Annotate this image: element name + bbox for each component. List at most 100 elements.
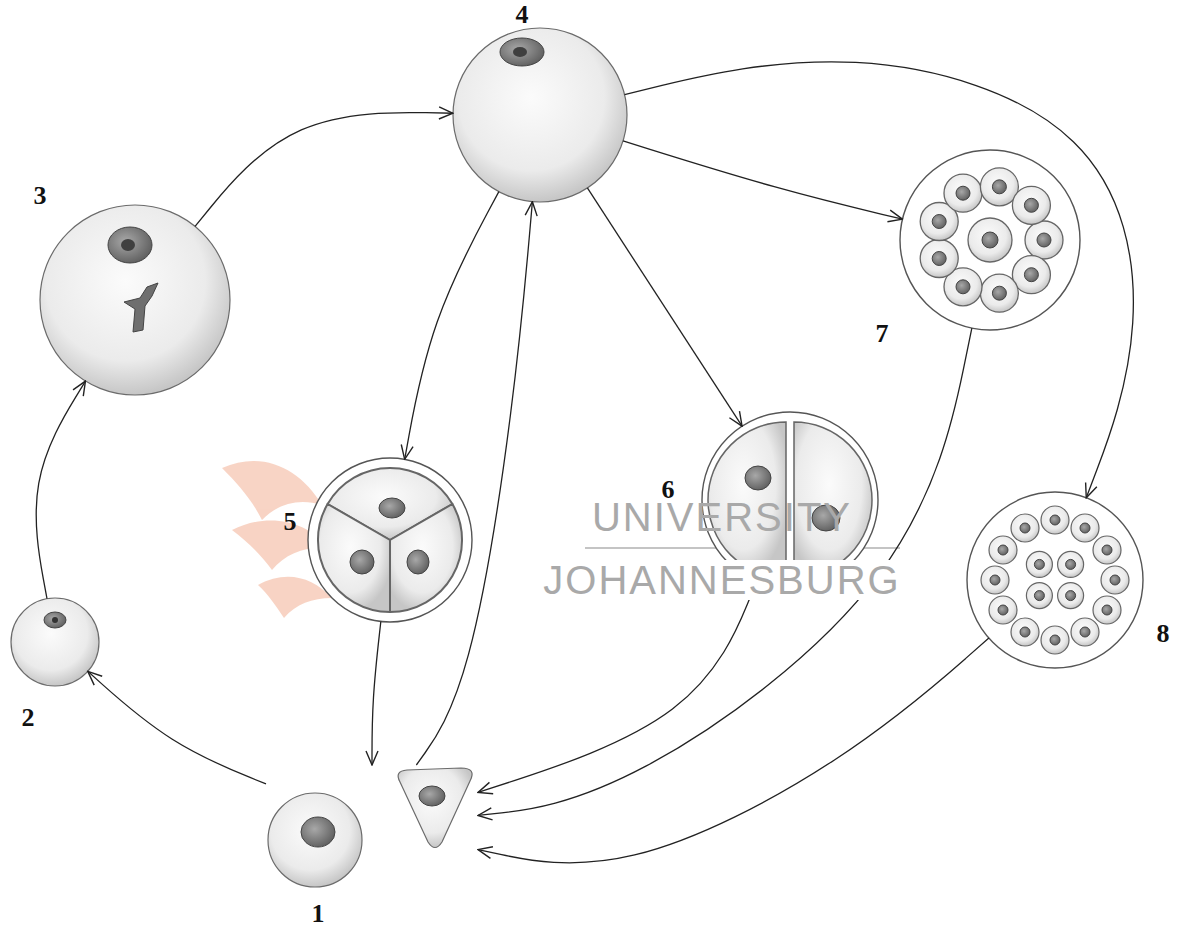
- daughter-cell: [390, 504, 462, 612]
- nucleus: [350, 550, 374, 574]
- daughter-cell: [1058, 583, 1084, 609]
- growing-cell: [40, 205, 230, 395]
- daughter-cell: [980, 274, 1018, 312]
- daughter-cell: [1093, 536, 1121, 564]
- nucleus: [1050, 515, 1060, 525]
- daughter-cell: [1071, 514, 1099, 542]
- daughter-cell: [1058, 551, 1084, 577]
- nucleus: [1034, 559, 1044, 569]
- cell-body: [453, 28, 627, 202]
- cell-node: 2: [11, 598, 99, 686]
- daughter-cell: [1041, 626, 1069, 654]
- cell-node: 4: [453, 28, 627, 202]
- watermark-text: JOHANNESBURG: [539, 560, 904, 600]
- nucleus: [1024, 268, 1038, 282]
- nucleus: [1102, 605, 1112, 615]
- daughter-cell: [981, 566, 1009, 594]
- daughter-cell: [1012, 186, 1050, 224]
- released-cells: [268, 768, 472, 887]
- sixteen-cell-colony: [967, 492, 1143, 668]
- daughter-cells: [981, 506, 1129, 654]
- nucleus: [1080, 523, 1090, 533]
- cell-body: [11, 598, 99, 686]
- daughter-cell: [1026, 583, 1052, 609]
- nucleus: [301, 817, 335, 847]
- nucleus: [407, 550, 429, 574]
- nucleus: [108, 227, 152, 263]
- daughter-cell: [1025, 221, 1063, 259]
- nucleus: [1020, 627, 1030, 637]
- cycle-arrow: [405, 192, 499, 460]
- daughter-cell: [944, 174, 982, 212]
- mother-wall: [900, 150, 1080, 330]
- three-cell-colony: [308, 458, 472, 622]
- mother-wall: [308, 458, 472, 622]
- daughter-cell: [1011, 514, 1039, 542]
- stage-number: 4: [516, 2, 529, 28]
- stage-number: 1: [312, 901, 325, 927]
- daughter-cell: [968, 218, 1012, 262]
- nuclei: [990, 515, 1120, 645]
- nucleus: [1102, 545, 1112, 555]
- nucleus: [932, 252, 946, 266]
- nucleus: [992, 286, 1006, 300]
- chloroplast: [124, 283, 158, 332]
- cell-node: 3: [40, 205, 230, 395]
- nucleus: [992, 180, 1006, 194]
- cycle-arrow: [478, 638, 989, 863]
- cell-node: 5: [308, 458, 472, 622]
- cycle-arrow: [625, 62, 1134, 498]
- nucleus: [990, 575, 1000, 585]
- nucleus: [1066, 591, 1076, 601]
- mother-wall: [967, 492, 1143, 668]
- nucleus: [500, 38, 544, 66]
- daughter-cell: [989, 536, 1017, 564]
- nucleus: [956, 280, 970, 294]
- nucleus: [745, 466, 771, 490]
- nucleolus: [52, 617, 58, 623]
- stage-number: 7: [876, 321, 889, 347]
- daughter-cell: [1071, 618, 1099, 646]
- nucleus: [419, 786, 445, 806]
- cell-node: 7: [900, 150, 1080, 330]
- daughter-cell: [1026, 551, 1052, 577]
- nucleus: [1110, 575, 1120, 585]
- nucleus: [1037, 233, 1051, 247]
- stage-number: 8: [1157, 621, 1170, 647]
- cycle-arrow: [372, 621, 381, 765]
- nuclei: [932, 180, 1051, 300]
- nucleus: [1066, 559, 1076, 569]
- nucleus: [1034, 591, 1044, 601]
- large-cell: [453, 28, 627, 202]
- daughter-cell: [920, 240, 958, 278]
- stage-number: 2: [22, 705, 35, 731]
- nucleus: [1024, 198, 1038, 212]
- nucleus: [1050, 635, 1060, 645]
- ten-cell-colony: [900, 150, 1080, 330]
- cell-node: 1: [266, 765, 478, 889]
- nucleus: [998, 605, 1008, 615]
- daughter-cell: [989, 596, 1017, 624]
- stage-number: 5: [284, 509, 297, 535]
- nucleus: [1020, 523, 1030, 533]
- daughter-cell: [1101, 566, 1129, 594]
- daughter-cell: [1041, 506, 1069, 534]
- cycle-arrow: [88, 671, 266, 784]
- nucleus: [932, 215, 946, 229]
- nucleus: [982, 232, 998, 248]
- cell-body: [40, 205, 230, 395]
- cell-node: 8: [967, 492, 1143, 668]
- cycle-arrow: [36, 381, 85, 599]
- cycle-arrow: [416, 202, 532, 765]
- daughter-cell: [318, 504, 390, 612]
- cycle-arrow: [195, 112, 453, 226]
- nucleus: [1080, 627, 1090, 637]
- cell-body: [398, 768, 472, 848]
- nucleus: [998, 545, 1008, 555]
- nucleus: [44, 612, 66, 628]
